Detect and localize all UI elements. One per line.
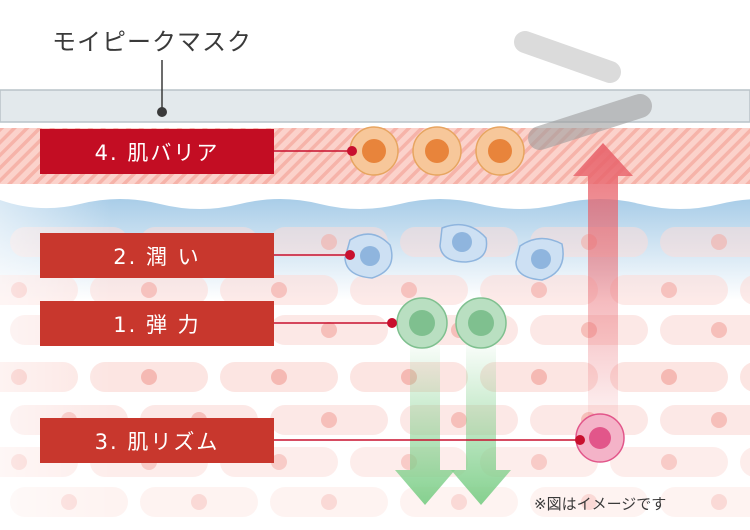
elasticity-cells <box>396 297 507 349</box>
label-moisture: 2. 潤 い <box>40 233 274 278</box>
barrier-cell-nucleus <box>425 139 449 163</box>
barrier-cells <box>349 126 525 176</box>
barrier-dot <box>347 146 357 156</box>
connector-dots <box>345 146 585 445</box>
elasticity-cell-nucleus <box>468 310 494 336</box>
mask-peel <box>514 31 652 150</box>
moisture-cell-nucleus <box>452 232 472 252</box>
image-note: ※図はイメージです <box>534 495 667 513</box>
mask-peel-strip-top <box>514 31 621 83</box>
elasticity-dot <box>387 318 397 328</box>
connector-lines <box>161 60 580 441</box>
rhythm-up-arrow <box>573 143 633 430</box>
green-arrow-left <box>395 345 455 505</box>
mask-title: モイピークマスク <box>52 28 252 56</box>
rhythm-cell-nucleus <box>589 427 611 449</box>
moisture-cells <box>344 223 564 281</box>
barrier-cell-nucleus <box>488 139 512 163</box>
moisture-cell-nucleus <box>360 246 380 266</box>
moisture-dot <box>345 250 355 260</box>
mask-peel-strip-bottom <box>528 94 652 150</box>
label-rhythm: 3. 肌リズム <box>40 418 274 463</box>
moisture-cell-nucleus <box>531 249 551 269</box>
rhythm-dot <box>575 435 585 445</box>
green-arrow-right <box>451 345 511 505</box>
mask-dot <box>157 107 167 117</box>
elasticity-cell-nucleus <box>409 310 435 336</box>
elasticity-arrows <box>395 345 511 505</box>
barrier-cell-nucleus <box>362 139 386 163</box>
label-elasticity: 1. 弾 力 <box>40 301 274 346</box>
label-barrier: 4. 肌バリア <box>40 129 274 174</box>
